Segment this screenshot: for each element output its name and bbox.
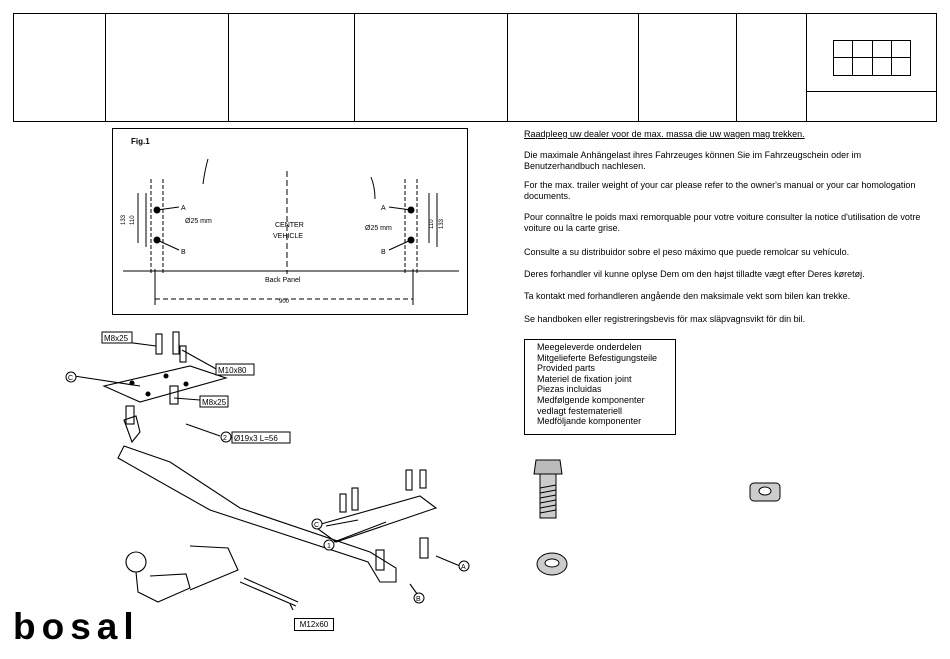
parts-item: Meegeleverde onderdelen	[537, 342, 642, 352]
title-block	[13, 13, 937, 122]
callout-m8-top: M8x25	[104, 334, 129, 343]
callout-m10: M10x80	[218, 366, 247, 375]
instruction-de: Die maximale Anhängelast ihres Fahrzeuge…	[524, 150, 862, 171]
parts-item: Mitgelieferte Befestigungsteile	[537, 352, 658, 363]
hook-bracket	[189, 545, 239, 591]
vehicle-label: VEHICLE	[273, 233, 303, 240]
parts-item: Piezas incluidas	[537, 384, 602, 395]
ref-1: 1	[327, 543, 331, 550]
assembly-drawing: M8x25 M10x80 M8x25 Ø19x3 L=56 C 2 C 1 A …	[65, 331, 470, 610]
parts-item: Medfølgende komponenter	[537, 394, 645, 405]
title-block-divider	[228, 13, 229, 122]
provided-parts-box: Meegeleverde onderdelen Mitgelieferte Be…	[524, 339, 676, 435]
instruction-nl: Raadpleeg uw dealer voor de max. massa d…	[524, 129, 805, 139]
back-panel-label: Back Panel	[265, 277, 301, 284]
title-block-divider	[354, 13, 355, 122]
instruction-es: Consulte a su distribuidor sobre el peso…	[524, 247, 850, 257]
dimension-110-left: 110	[130, 215, 136, 225]
ref-a: A	[461, 564, 466, 571]
instruction-no: Ta kontakt med forhandleren angående den…	[524, 291, 851, 301]
right-mounting-plate	[312, 495, 438, 543]
dimension-133-left: 133	[121, 214, 127, 225]
dimension-110-right: 110	[429, 219, 435, 229]
figure-title: Fig.1	[131, 137, 150, 146]
title-block-divider	[806, 13, 807, 122]
callout-m8-mid: M8x25	[202, 398, 227, 407]
figure-1-drawing: Fig.1 A B A	[121, 137, 459, 305]
bosal-logo: bosal	[13, 606, 140, 647]
tow-ball	[125, 551, 147, 573]
title-block-hline	[806, 91, 937, 92]
title-block-divider	[638, 13, 639, 122]
grid-line	[852, 40, 853, 76]
title-block-divider	[105, 13, 106, 122]
parts-item: Provided parts	[537, 363, 596, 374]
instruction-sv: Se handboken eller registreringsbevis fö…	[524, 314, 806, 324]
nut-icon	[749, 482, 781, 502]
diameter-right: Ø25 mm	[365, 225, 392, 232]
width-dimension: 900	[279, 299, 290, 305]
bolt-icon	[533, 459, 563, 519]
ref-c-right: C	[314, 522, 319, 529]
left-mounting-plate	[102, 365, 228, 403]
label-a-left: A	[181, 205, 186, 212]
towbar-crossbar	[117, 445, 397, 583]
title-block-divider	[736, 13, 737, 122]
label-b-left: B	[181, 249, 186, 256]
dimension-133-right: 133	[439, 218, 445, 229]
label-b-right: B	[381, 249, 386, 256]
washer-icon	[536, 552, 568, 576]
ref-c-left: C	[68, 375, 73, 382]
callout-m12: M12x60	[294, 618, 334, 631]
title-block-divider	[507, 13, 508, 122]
parts-item: Materiel de fixation joint	[537, 373, 632, 384]
diameter-left: Ø25 mm	[185, 218, 212, 225]
grid-line	[833, 57, 911, 58]
instruction-fr: Pour connaître le poids maxi remorquable…	[524, 212, 921, 233]
figure-1: Fig.1 A B A	[112, 128, 468, 315]
grid-line	[891, 40, 892, 76]
ref-2: 2	[223, 435, 227, 442]
ref-b: B	[416, 596, 421, 603]
label-a-right: A	[381, 205, 386, 212]
tow-hook-neck	[135, 571, 191, 603]
grid-line	[872, 40, 873, 76]
instruction-en: For the max. trailer weight of your car …	[524, 180, 916, 201]
center-label: CENTER	[275, 222, 304, 229]
parts-item: Medföljande komponenter	[537, 416, 642, 427]
callout-spacer: Ø19x3 L=56	[234, 434, 278, 443]
instruction-da: Deres forhandler vil kunne oplyse Dem om…	[524, 269, 865, 279]
parts-item: vedlagt festemateriell	[537, 405, 623, 416]
